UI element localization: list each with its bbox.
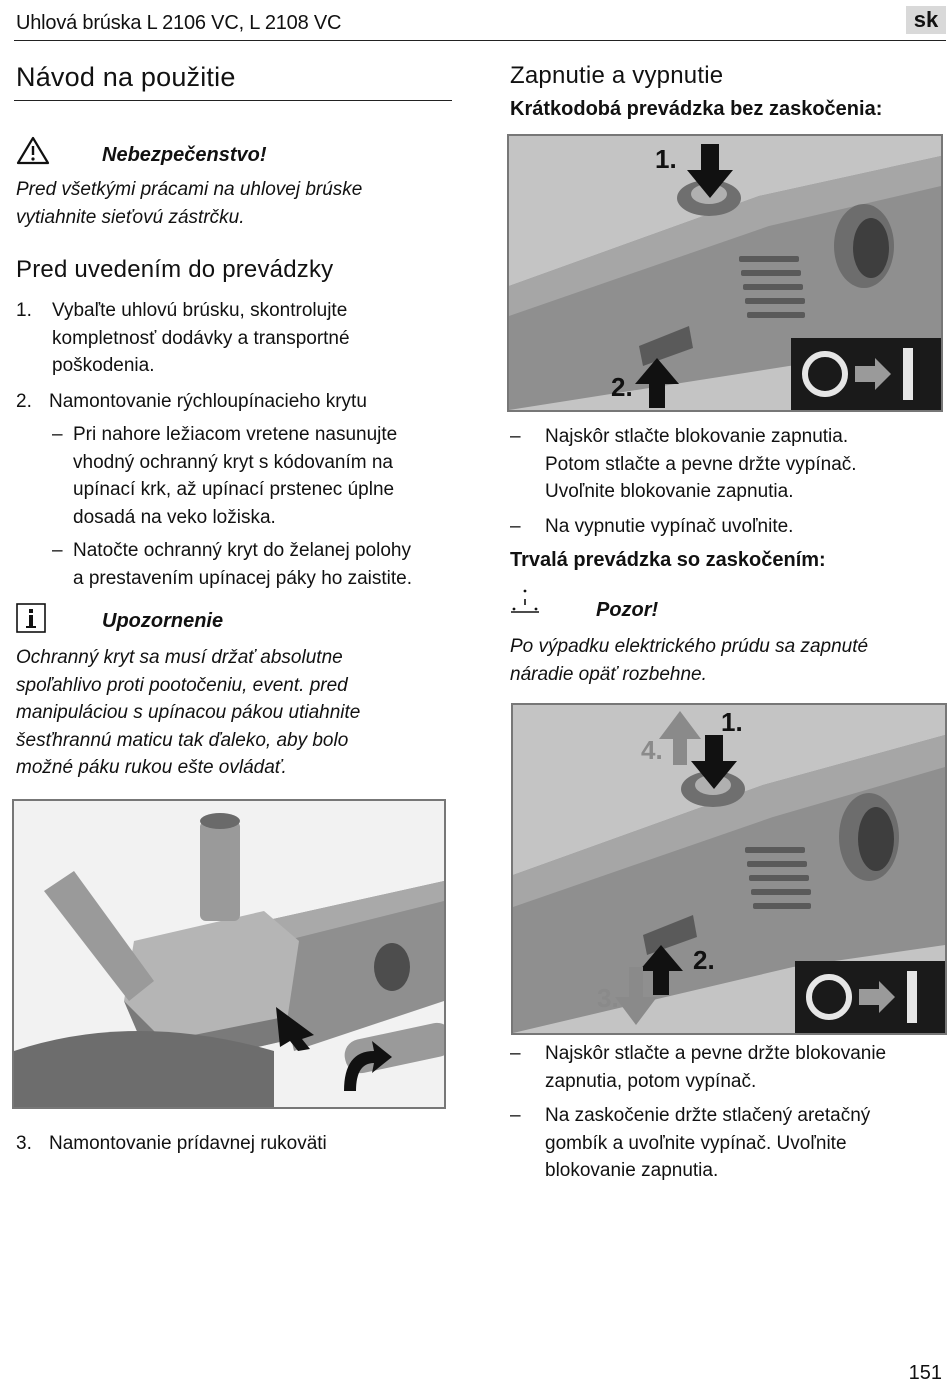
figure-2-label-1: 1. <box>721 707 743 737</box>
section-title-before-operation: Pred uvedením do prevádzky <box>16 256 334 283</box>
continuous-operation-step-2: – Na zaskočenie držte stlačený aretačný … <box>510 1105 871 1181</box>
figure-1-label-2: 2. <box>611 372 633 402</box>
continuous-operation-subtitle: Trvalá prevádzka so zaskočením: <box>510 549 826 571</box>
page-number: 151 <box>908 1362 942 1384</box>
step-2-number: 2. <box>16 391 32 412</box>
step-3-text: Namontovanie prídavnej rukoväti <box>49 1133 327 1154</box>
note-text: Ochranný kryt sa musí držať absolutne sp… <box>16 647 361 778</box>
figure-2-label-4: 4. <box>641 735 663 765</box>
danger-label: Nebezpečenstvo! <box>102 144 267 166</box>
figure-2-label-2: 2. <box>693 945 715 975</box>
latched-switch-illustration: 1. 2. 3. 4. <box>511 703 947 1035</box>
caution-text: Po výpadku elektrického prúdu sa zapnuté… <box>510 636 869 685</box>
language-badge: sk <box>906 6 946 34</box>
step-2-bullet-2: – Natočte ochranný kryt do želanej poloh… <box>52 540 413 589</box>
note-label: Upozornenie <box>102 610 224 632</box>
warning-triangle-icon <box>16 136 50 166</box>
step-1-number: 1. <box>16 300 32 321</box>
short-operation-step-2: – Na vypnutie vypínač uvoľnite. <box>510 516 794 537</box>
title-underline <box>14 100 452 101</box>
caution-triangle-icon <box>508 585 542 615</box>
step-2-bullet-1: – Pri nahore ležiacom vretene nasunujte … <box>52 424 398 528</box>
document-header-title: Uhlová brúska L 2106 VC, L 2108 VC <box>16 12 342 34</box>
step-3-number: 3. <box>16 1133 32 1154</box>
figure-2-label-3: 3. <box>597 983 619 1013</box>
danger-text: Pred všetkými prácami na uhlovej brúske … <box>16 179 363 228</box>
step-1-text: Vybaľte uhlovú brúsku, skontrolujte komp… <box>52 300 350 376</box>
switch-section-title: Zapnutie a vypnutie <box>510 62 724 89</box>
short-operation-subtitle: Krátkodobá prevádzka bez zaskočenia: <box>510 98 883 120</box>
grinder-handle-illustration <box>12 799 446 1109</box>
caution-label: Pozor! <box>596 599 659 621</box>
info-icon <box>16 603 46 633</box>
step-2-text: Namontovanie rýchloupínacieho krytu <box>49 391 367 412</box>
short-operation-step-1: – Najskôr stlačte blokovanie zapnutia. P… <box>510 426 857 502</box>
continuous-operation-step-1: – Najskôr stlačte a pevne držte blokovan… <box>510 1043 887 1092</box>
figure-1-label-1: 1. <box>655 144 677 174</box>
header-divider <box>14 40 946 41</box>
momentary-switch-illustration: 1. 2. <box>507 134 943 412</box>
page-title: Návod na použitie <box>16 62 236 92</box>
